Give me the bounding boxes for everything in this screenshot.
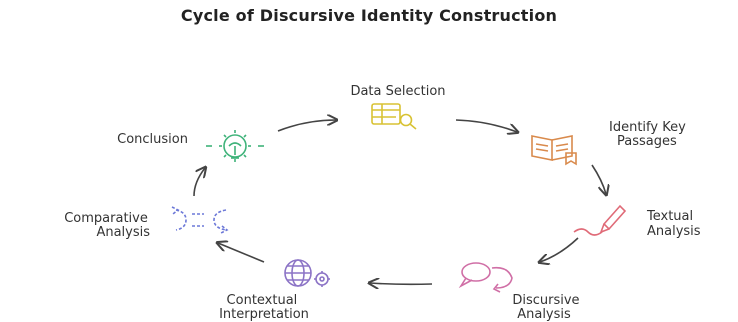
diagram-title: Cycle of Discursive Identity Constructio…	[180, 6, 558, 25]
compare-arrows-icon	[171, 206, 229, 234]
step-identify-key-passages: Identify Key Passages	[531, 120, 690, 166]
arrow-textual-to-discursive	[540, 237, 579, 262]
data-table-search-icon	[371, 103, 417, 130]
step-label: Discursive Analysis	[512, 293, 583, 322]
arrow-contextual-to-comparative	[218, 243, 265, 263]
step-comparative-analysis: Comparative Analysis	[64, 206, 229, 240]
step-textual-analysis: Textual Analysis	[573, 204, 701, 239]
arrow-comparative-to-conclusion	[193, 168, 205, 197]
step-data-selection: Data Selection	[350, 84, 446, 130]
step-discursive-analysis: Discursive Analysis	[458, 262, 583, 322]
step-label: Comparative Analysis	[64, 211, 152, 240]
book-icon	[531, 135, 577, 166]
step-conclusion: Conclusion	[117, 130, 264, 162]
step-contextual-interpretation: Contextual Interpretation	[219, 259, 330, 322]
arrow-data-selection-to-identify	[455, 119, 517, 132]
pen-writing-icon	[573, 204, 627, 236]
step-label: Textual Analysis	[646, 209, 701, 239]
arrow-discursive-to-contextual	[370, 283, 433, 284]
step-label: Identify Key Passages	[609, 120, 690, 149]
chat-cycle-icon	[458, 262, 513, 293]
cycle-arrows	[193, 119, 606, 284]
step-label: Data Selection	[350, 84, 445, 99]
lightbulb-gear-icon	[206, 130, 264, 162]
step-label: Contextual Interpretation	[219, 293, 309, 322]
arrow-identify-to-textual	[591, 164, 606, 194]
globe-gear-icon	[284, 259, 330, 287]
arrow-conclusion-to-data-selection	[277, 120, 336, 132]
step-label: Conclusion	[117, 132, 188, 147]
